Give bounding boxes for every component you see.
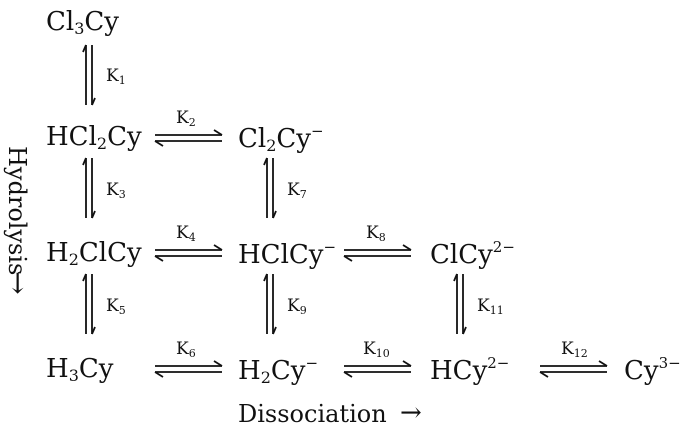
label-k11: K11 xyxy=(477,296,504,317)
species-hcl2cy: HCl2Cy xyxy=(46,122,142,153)
species-cl2cy-anion: Cl2Cy− xyxy=(238,122,324,155)
eq-arrow-k11 xyxy=(453,273,467,335)
label-k8: K8 xyxy=(366,223,386,244)
label-k5: K5 xyxy=(106,296,126,317)
species-cy-trianion: Cy3− xyxy=(624,354,681,386)
eq-arrow-k12 xyxy=(539,360,608,378)
down-arrow-icon: ↓ xyxy=(6,267,30,300)
label-k6: K6 xyxy=(176,339,196,360)
hydrolysis-axis-label: Hydrolysis xyxy=(3,146,31,276)
label-k9: K9 xyxy=(287,296,307,317)
eq-arrow-k2 xyxy=(154,129,223,147)
label-k4: K4 xyxy=(176,223,196,244)
label-k1: K1 xyxy=(106,66,126,87)
label-k2: K2 xyxy=(176,108,196,129)
species-h3cy: H3Cy xyxy=(46,354,114,385)
eq-arrow-k8 xyxy=(343,244,412,262)
eq-arrow-k10 xyxy=(343,360,412,378)
species-hcy-dianion: HCy2− xyxy=(430,354,510,386)
species-hclcy-anion: HClCy− xyxy=(238,238,337,270)
eq-arrow-k4 xyxy=(154,244,223,262)
label-k12: K12 xyxy=(561,339,588,360)
eq-arrow-k6 xyxy=(154,360,223,378)
label-k10: K10 xyxy=(363,339,390,360)
species-clcy-dianion: ClCy2− xyxy=(430,238,515,270)
dissociation-axis-label: Dissociation xyxy=(238,400,387,428)
species-h2cy-anion: H2Cy− xyxy=(238,354,319,387)
right-arrow-icon: → xyxy=(400,398,422,428)
eq-arrow-k3 xyxy=(82,157,96,219)
species-cl3cy: Cl3Cy xyxy=(46,7,119,38)
eq-arrow-k9 xyxy=(263,273,277,335)
eq-arrow-k1 xyxy=(82,44,96,106)
label-k7: K7 xyxy=(287,180,307,201)
species-h2clcy: H2ClCy xyxy=(46,238,142,269)
eq-arrow-k5 xyxy=(82,273,96,335)
label-k3: K3 xyxy=(106,180,126,201)
eq-arrow-k7 xyxy=(263,157,277,219)
